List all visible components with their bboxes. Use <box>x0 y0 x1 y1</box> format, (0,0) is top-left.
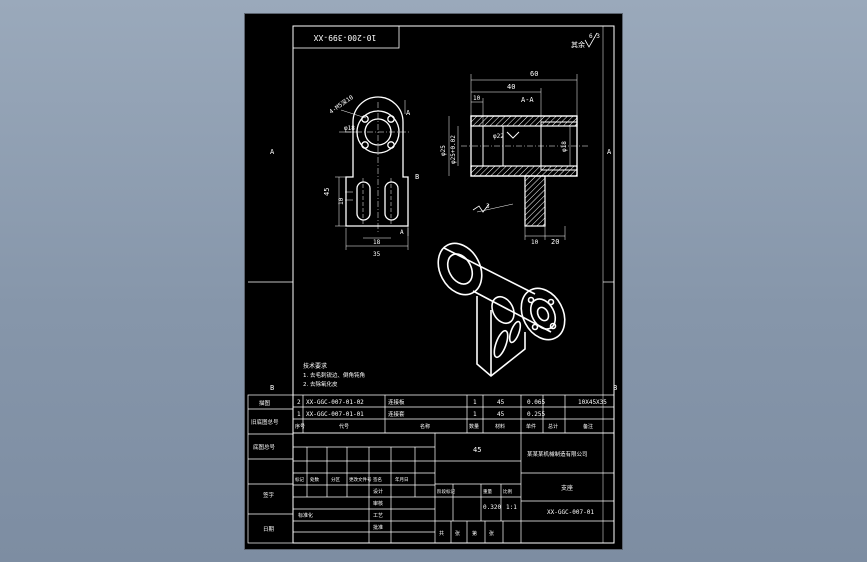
sheet-info: 共 张 第 张 <box>439 530 494 537</box>
role-labels: 设计 审核 工艺 批准 标准化 <box>298 488 383 531</box>
side-mark-a: A <box>400 229 404 236</box>
front-dim-phi18: φ18 <box>561 141 568 152</box>
code-box-text: 10-200-399-XX <box>314 33 377 42</box>
row2-spec: 10X45X35 <box>578 399 607 406</box>
parts-row-2[interactable]: 2 XX-GGC-007-01-02 连接板 1 45 0.065 10X45X… <box>297 398 607 406</box>
hdr-no: 序号 <box>295 423 305 430</box>
row1-name: 连接套 <box>388 410 405 418</box>
notes-line2: 2. 去除氧化皮 <box>303 380 338 388</box>
parts-header: 序号 代号 名称 数量 材料 单件 总计 备注 <box>295 423 593 430</box>
drawing-sheet[interactable]: A B A B 10-200-399-XX 其余 6.3 4- <box>244 13 623 550</box>
rev-col-0: 标记 <box>295 476 304 483</box>
roughness-label: 其余 <box>571 40 585 49</box>
hdr-remark: 备注 <box>583 423 593 430</box>
row1-no: 1 <box>297 411 301 418</box>
row1-code: XX-GGC-007-01-01 <box>306 411 364 418</box>
rev-col-2: 分区 <box>331 476 340 483</box>
front-dim-40: 40 <box>507 83 515 91</box>
tb-part-name: 支座 <box>561 484 573 492</box>
sheet-info-0: 共 <box>439 530 444 537</box>
front-section-label: A-A <box>521 96 534 104</box>
weld-symbol-icon <box>472 203 490 213</box>
side-dim-phi18: φ18 <box>344 125 355 132</box>
row2-no: 2 <box>297 399 301 406</box>
zone-right-bottom: B <box>613 384 617 392</box>
tb-weight: 0.320 <box>483 504 501 511</box>
role-design: 设计 <box>373 488 383 495</box>
front-dim-phi25: φ25 <box>440 145 447 156</box>
side-mark-b: B <box>415 173 419 181</box>
hdr-unit: 单件 <box>526 423 536 430</box>
title-block-grid <box>247 394 615 544</box>
drawing-canvas[interactable]: A B A B 10-200-399-XX 其余 6.3 4- <box>245 14 622 549</box>
notes-line1: 1. 去毛刺锐边、倒角钝角 <box>303 371 365 379</box>
hdr-total: 总计 <box>548 423 558 430</box>
front-section-view <box>470 115 578 227</box>
tb-weight-label: 重量 <box>483 488 492 495</box>
isometric-view <box>437 242 566 378</box>
sheet-info-2: 第 <box>472 530 477 537</box>
side-label-1: 描图 <box>259 399 271 407</box>
rev-col-1: 处数 <box>310 476 319 483</box>
front-dim-60: 60 <box>530 70 538 78</box>
side-hole-label: 4-M5深10 <box>328 93 356 116</box>
tb-company: 某某某机械制造有限公司 <box>527 450 588 458</box>
row2-code: XX-GGC-007-01-02 <box>306 399 364 406</box>
row1-weight: 0.255 <box>527 411 545 418</box>
tb-material: 45 <box>473 446 481 454</box>
parts-row-1[interactable]: 1 XX-GGC-007-01-01 连接套 1 45 0.255 <box>297 410 545 418</box>
tb-drawing-no: XX-GGC-007-01 <box>547 509 594 516</box>
hdr-mat: 材料 <box>495 423 505 430</box>
row2-name: 连接板 <box>388 398 405 406</box>
front-dim-10b: 10 <box>531 239 539 246</box>
front-dimension-lines <box>448 74 590 240</box>
hdr-name: 名称 <box>420 423 430 430</box>
zone-right-top: A <box>607 148 612 156</box>
weld-label: 3 <box>486 203 490 210</box>
tb-scale-label: 比例 <box>503 488 512 495</box>
rev-col-4: 签名 <box>373 476 382 483</box>
row1-mat: 45 <box>497 411 505 418</box>
row1-qty: 1 <box>473 411 477 418</box>
side-dim-45: 45 <box>323 188 331 196</box>
tb-stage-label: 阶段标记 <box>437 488 455 495</box>
front-dim-10: 10 <box>473 95 481 102</box>
sheet-info-3: 张 <box>489 530 494 537</box>
row2-mat: 45 <box>497 399 505 406</box>
notes-title: 技术要求 <box>303 362 327 370</box>
side-label-3: 底图总号 <box>253 443 276 451</box>
sheet-info-1: 张 <box>455 530 460 537</box>
front-dim-20: 20 <box>551 238 559 246</box>
tb-scale: 1:1 <box>506 504 517 511</box>
row2-qty: 1 <box>473 399 477 406</box>
zone-left-bottom: B <box>270 384 274 392</box>
front-dim-phi25-tol: φ25+0.02 <box>450 135 457 164</box>
hdr-code: 代号 <box>339 423 349 430</box>
rev-col-3: 更改文件号 <box>349 476 372 483</box>
role-review: 审核 <box>373 500 383 507</box>
side-label-4: 签字 <box>263 491 275 499</box>
role-process: 工艺 <box>373 513 383 519</box>
rev-col-5: 年月日 <box>395 476 409 483</box>
side-view <box>345 96 409 227</box>
side-view-centerlines <box>335 100 411 250</box>
side-dim-18: 18 <box>373 239 381 246</box>
front-dim-phi22: φ22 <box>493 133 504 140</box>
side-label-2: 旧底图总号 <box>251 418 279 426</box>
code-box <box>292 25 400 49</box>
roughness-value: 6.3 <box>589 33 600 40</box>
row2-weight: 0.065 <box>527 399 545 406</box>
role-approve: 批准 <box>373 524 383 531</box>
zone-left-top: A <box>270 148 275 156</box>
side-dim-10: 10 <box>338 197 345 205</box>
roughness-icon <box>584 32 598 48</box>
hdr-qty: 数量 <box>469 423 479 430</box>
side-dim-35: 35 <box>373 251 381 258</box>
side-view-mark: A <box>406 109 411 117</box>
std-label: 标准化 <box>298 512 313 519</box>
side-label-5: 日期 <box>263 526 275 533</box>
revision-header: 标记 处数 分区 更改文件号 签名 年月日 <box>295 476 409 483</box>
